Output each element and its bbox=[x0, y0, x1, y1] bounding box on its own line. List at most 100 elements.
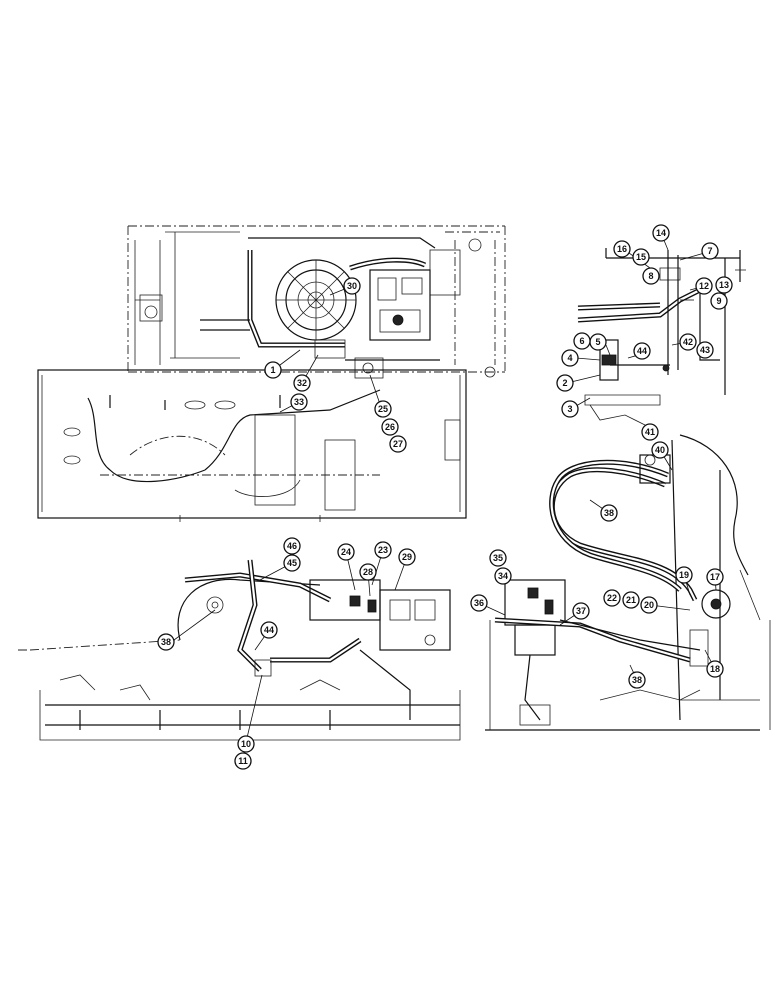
callout-20: 20 bbox=[640, 596, 658, 614]
callout-37: 37 bbox=[572, 602, 590, 620]
callout-1: 1 bbox=[264, 361, 282, 379]
callout-27: 27 bbox=[389, 435, 407, 453]
callout-41: 41 bbox=[641, 423, 659, 441]
callout-8: 8 bbox=[642, 267, 660, 285]
pump-drum bbox=[275, 259, 357, 341]
callout-11: 11 bbox=[234, 752, 252, 770]
callout-35: 35 bbox=[489, 549, 507, 567]
callout-23: 23 bbox=[374, 541, 392, 559]
svg-text:44: 44 bbox=[264, 625, 274, 635]
svg-text:34: 34 bbox=[498, 571, 508, 581]
svg-text:1: 1 bbox=[270, 365, 275, 375]
callout-45: 45 bbox=[283, 554, 301, 572]
svg-text:28: 28 bbox=[363, 567, 373, 577]
callout-32: 32 bbox=[293, 374, 311, 392]
svg-text:13: 13 bbox=[719, 280, 729, 290]
callout-9: 9 bbox=[710, 292, 728, 310]
svg-text:33: 33 bbox=[294, 397, 304, 407]
callout-26: 26 bbox=[381, 418, 399, 436]
svg-text:22: 22 bbox=[607, 593, 617, 603]
callout-10: 10 bbox=[237, 735, 255, 753]
svg-text:20: 20 bbox=[644, 600, 654, 610]
valve-assembly-right bbox=[504, 579, 566, 656]
callout-42: 42 bbox=[679, 333, 697, 351]
callout-30: 30 bbox=[343, 277, 361, 295]
svg-text:32: 32 bbox=[297, 378, 307, 388]
svg-text:38: 38 bbox=[604, 508, 614, 518]
side-elevation-view bbox=[18, 559, 461, 741]
callout-13: 13 bbox=[715, 276, 733, 294]
svg-text:12: 12 bbox=[699, 281, 709, 291]
callout-44-bottom: 44 bbox=[260, 621, 278, 639]
svg-text:3: 3 bbox=[567, 404, 572, 414]
svg-text:44: 44 bbox=[637, 346, 647, 356]
callout-12: 12 bbox=[695, 277, 713, 295]
callout-43: 43 bbox=[696, 341, 714, 359]
svg-text:15: 15 bbox=[636, 252, 646, 262]
svg-text:6: 6 bbox=[579, 336, 584, 346]
callout-17: 17 bbox=[706, 568, 724, 586]
callout-29: 29 bbox=[398, 548, 416, 566]
svg-text:21: 21 bbox=[626, 595, 636, 605]
callout-14: 14 bbox=[652, 224, 670, 242]
svg-text:29: 29 bbox=[402, 552, 412, 562]
svg-text:45: 45 bbox=[287, 558, 297, 568]
svg-text:37: 37 bbox=[576, 606, 586, 616]
callout-46: 46 bbox=[283, 537, 301, 555]
control-valve-bank bbox=[309, 579, 451, 651]
callout-16: 16 bbox=[613, 240, 631, 258]
svg-text:25: 25 bbox=[378, 404, 388, 414]
svg-text:18: 18 bbox=[710, 664, 720, 674]
callout-34: 34 bbox=[494, 567, 512, 585]
svg-text:11: 11 bbox=[238, 756, 248, 766]
callout-18: 18 bbox=[706, 660, 724, 678]
boom-lower-elevation bbox=[485, 579, 771, 731]
callout-5: 5 bbox=[589, 333, 607, 351]
svg-text:42: 42 bbox=[683, 337, 693, 347]
main-pump bbox=[369, 269, 431, 341]
callout-6: 6 bbox=[573, 332, 591, 350]
svg-text:8: 8 bbox=[648, 271, 653, 281]
chassis-plan-view bbox=[37, 369, 467, 522]
valve-bracket-detail bbox=[577, 248, 746, 426]
callout-40: 40 bbox=[651, 441, 669, 459]
callout-38-right: 38 bbox=[600, 504, 618, 522]
svg-text:24: 24 bbox=[341, 547, 351, 557]
callout-25: 25 bbox=[374, 400, 392, 418]
callout-22: 22 bbox=[603, 589, 621, 607]
svg-text:17: 17 bbox=[710, 572, 720, 582]
svg-text:35: 35 bbox=[493, 553, 503, 563]
callout-44-top: 44 bbox=[633, 342, 651, 360]
svg-text:23: 23 bbox=[378, 545, 388, 555]
callout-19: 19 bbox=[675, 566, 693, 584]
callouts: 1 2 3 4 5 6 7 8 9 10 11 12 13 14 15 16 1… bbox=[157, 224, 733, 770]
callout-2: 2 bbox=[556, 374, 574, 392]
svg-text:43: 43 bbox=[700, 345, 710, 355]
callout-38-lower: 38 bbox=[628, 671, 646, 689]
svg-text:4: 4 bbox=[567, 353, 572, 363]
boom-side-view bbox=[549, 434, 761, 721]
svg-text:26: 26 bbox=[385, 422, 395, 432]
svg-text:2: 2 bbox=[562, 378, 567, 388]
svg-text:14: 14 bbox=[656, 228, 666, 238]
svg-text:41: 41 bbox=[645, 427, 655, 437]
callout-3: 3 bbox=[561, 400, 579, 418]
svg-text:5: 5 bbox=[595, 337, 600, 347]
svg-text:19: 19 bbox=[679, 570, 689, 580]
top-plan-view bbox=[127, 225, 506, 379]
callout-4: 4 bbox=[561, 349, 579, 367]
callout-36: 36 bbox=[470, 594, 488, 612]
callout-38-left: 38 bbox=[157, 633, 175, 651]
svg-text:30: 30 bbox=[347, 281, 357, 291]
svg-text:10: 10 bbox=[241, 739, 251, 749]
callout-21: 21 bbox=[622, 591, 640, 609]
svg-text:16: 16 bbox=[617, 244, 627, 254]
callout-28: 28 bbox=[359, 563, 377, 581]
svg-text:46: 46 bbox=[287, 541, 297, 551]
svg-text:38: 38 bbox=[161, 637, 171, 647]
svg-text:27: 27 bbox=[393, 439, 403, 449]
svg-text:38: 38 bbox=[632, 675, 642, 685]
callout-15: 15 bbox=[632, 248, 650, 266]
callout-7: 7 bbox=[701, 242, 719, 260]
